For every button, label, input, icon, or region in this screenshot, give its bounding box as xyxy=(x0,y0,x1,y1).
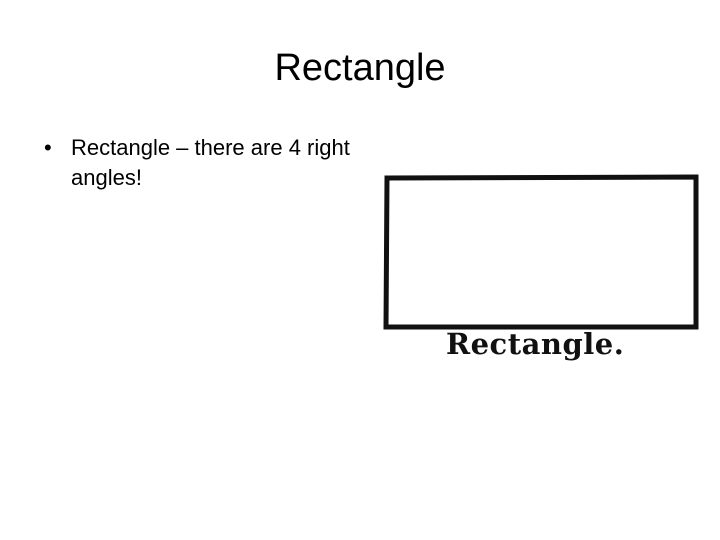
rectangle-outline xyxy=(383,174,699,330)
bullet-list: • Rectangle – there are 4 right angles! xyxy=(44,133,354,193)
rectangle-shape xyxy=(383,174,699,330)
bullet-item: • Rectangle – there are 4 right angles! xyxy=(44,133,354,193)
bullet-text: Rectangle – there are 4 right angles! xyxy=(71,135,350,190)
figure-caption: Rectangle. xyxy=(446,327,625,361)
rectangle-figure: Rectangle. xyxy=(378,170,708,380)
bullet-marker: • xyxy=(44,135,52,160)
slide-title: Rectangle xyxy=(274,47,446,89)
